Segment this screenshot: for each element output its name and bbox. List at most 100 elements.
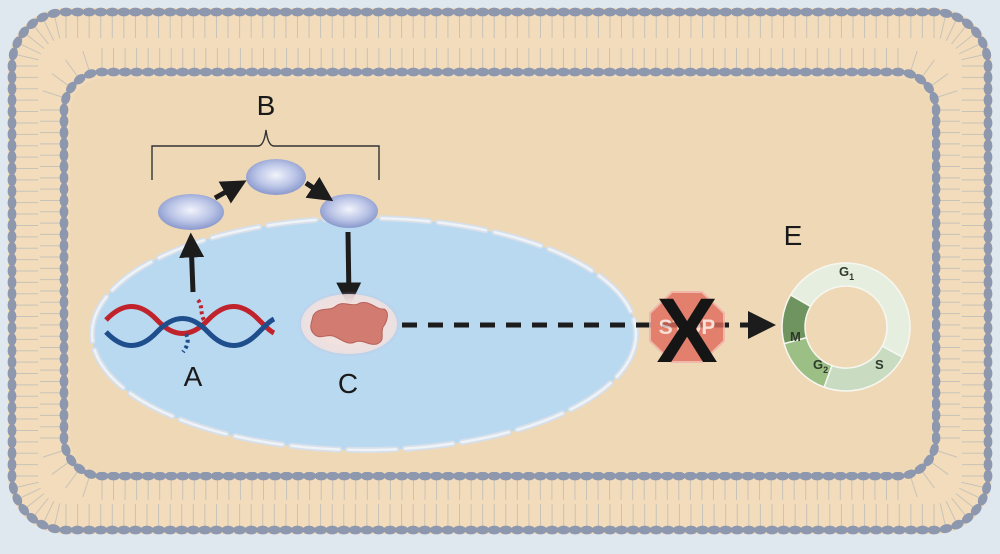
membrane-outer-head-247 (26, 18, 39, 30)
membrane-inner-head-118 (776, 471, 790, 481)
membrane-inner-head-1 (107, 67, 121, 77)
membrane-outer-head-13 (209, 7, 223, 17)
membrane-inner-head-211 (59, 103, 69, 117)
membrane-inner-head-127 (672, 471, 686, 481)
membrane-inner-head-176 (107, 471, 121, 481)
membrane-outer-head-228 (7, 230, 17, 244)
membrane-outer-head-126 (915, 525, 929, 535)
membrane-outer-head-53 (672, 7, 686, 17)
membrane-outer-head-229 (7, 218, 17, 232)
membrane-outer-head-34 (452, 7, 466, 17)
membrane-inner-head-157 (326, 471, 340, 481)
membrane-outer-head-43 (557, 7, 571, 17)
membrane-outer-head-106 (983, 332, 993, 346)
membrane-inner-head-88 (931, 261, 941, 275)
membrane-inner-head-143 (487, 471, 501, 481)
membrane-inner-head-191 (59, 329, 69, 343)
membrane-inner-head-153 (372, 471, 386, 481)
membrane-outer-head-150 (638, 525, 652, 535)
membrane-inner-head-43 (591, 67, 605, 77)
phase-s: S (875, 357, 884, 372)
membrane-outer-head-235 (7, 150, 17, 164)
membrane-outer-head-176 (337, 525, 351, 535)
membrane-outer-head-224 (7, 275, 17, 289)
membrane-outer-head-134 (823, 525, 837, 535)
membrane-outer-head-124 (939, 524, 953, 534)
membrane-outer-head-9 (163, 7, 177, 17)
membrane-outer-head-171 (395, 525, 409, 535)
membrane-inner-head-31 (453, 67, 467, 77)
membrane-outer-head-177 (325, 525, 339, 535)
membrane-outer-head-174 (360, 525, 374, 535)
membrane-outer-head-92 (983, 173, 993, 187)
membrane-inner-head-52 (695, 67, 709, 77)
membrane-inner-head-50 (672, 67, 686, 77)
membrane-outer-head-143 (719, 525, 733, 535)
membrane-outer-head-61 (765, 7, 779, 17)
membrane-outer-head-203 (26, 512, 39, 524)
membrane-inner-head-177 (95, 471, 109, 481)
membrane-inner-head-5 (153, 67, 167, 77)
membrane-outer-head-139 (765, 525, 779, 535)
membrane-inner-head-30 (441, 67, 455, 77)
membrane-outer-head-154 (591, 525, 605, 535)
membrane-outer-head-66 (823, 7, 837, 17)
membrane-inner-head-45 (614, 67, 628, 77)
membrane-outer-head-227 (7, 241, 17, 255)
membrane-outer-head-144 (707, 525, 721, 535)
membrane-outer-head-181 (279, 525, 293, 535)
membrane-outer-head-45 (580, 7, 594, 17)
membrane-outer-head-133 (834, 525, 848, 535)
membrane-outer-head-62 (777, 7, 791, 17)
label-c: C (338, 368, 358, 399)
membrane-inner-head-105 (923, 454, 934, 467)
membrane-inner-head-44 (603, 67, 617, 77)
membrane-outer-head-58 (730, 7, 744, 17)
membrane-inner-head-205 (59, 171, 69, 185)
membrane-inner-head-173 (141, 471, 155, 481)
membrane-inner-head-198 (59, 250, 69, 264)
membrane-inner-head-79 (931, 160, 941, 174)
membrane-inner-head-156 (337, 471, 351, 481)
membrane-outer-head-60 (753, 7, 767, 17)
membrane-inner-head-194 (59, 295, 69, 309)
membrane-outer-head-218 (7, 344, 17, 358)
membrane-outer-head-111 (983, 389, 993, 403)
membrane-outer-head-162 (499, 525, 513, 535)
membrane-outer-head-100 (983, 264, 993, 278)
membrane-outer-head-159 (534, 525, 548, 535)
membrane-outer-head-226 (7, 253, 17, 267)
membrane-outer-head-207 (7, 469, 17, 483)
membrane-inner-head-72 (923, 81, 934, 94)
membrane-outer-head-211 (7, 423, 17, 437)
membrane-outer-head-113 (983, 412, 993, 426)
phase-m: M (790, 329, 801, 344)
membrane-inner-head-2 (118, 67, 132, 77)
membrane-inner-head-36 (510, 67, 524, 77)
membrane-outer-head-193 (140, 525, 154, 535)
membrane-outer-head-191 (163, 525, 177, 535)
membrane-inner-head-215 (83, 69, 97, 79)
membrane-outer-head-21 (302, 7, 316, 17)
membrane-outer-head-83 (983, 70, 993, 84)
membrane-outer-head-249 (47, 8, 61, 18)
membrane-inner-head-60 (787, 67, 801, 77)
membrane-outer-head-87 (983, 116, 993, 130)
membrane-inner-head-214 (73, 74, 86, 85)
membrane-outer-head-220 (7, 321, 17, 335)
membrane-inner-head-158 (314, 471, 328, 481)
membrane-outer-head-75 (927, 7, 941, 17)
membrane-inner-head-70 (903, 69, 917, 79)
membrane-outer-head-54 (684, 7, 698, 17)
membrane-inner-head-190 (59, 341, 69, 355)
membrane-inner-head-80 (931, 171, 941, 185)
membrane-outer-head-3 (94, 7, 108, 17)
membrane-outer-head-214 (7, 389, 17, 403)
membrane-outer-head-29 (395, 7, 409, 17)
membrane-inner-head-27 (406, 67, 420, 77)
membrane-outer-head-57 (719, 7, 733, 17)
membrane-outer-head-151 (626, 525, 640, 535)
membrane-inner-head-38 (533, 67, 547, 77)
membrane-inner-head-101 (931, 408, 941, 422)
membrane-inner-head-100 (931, 397, 941, 411)
